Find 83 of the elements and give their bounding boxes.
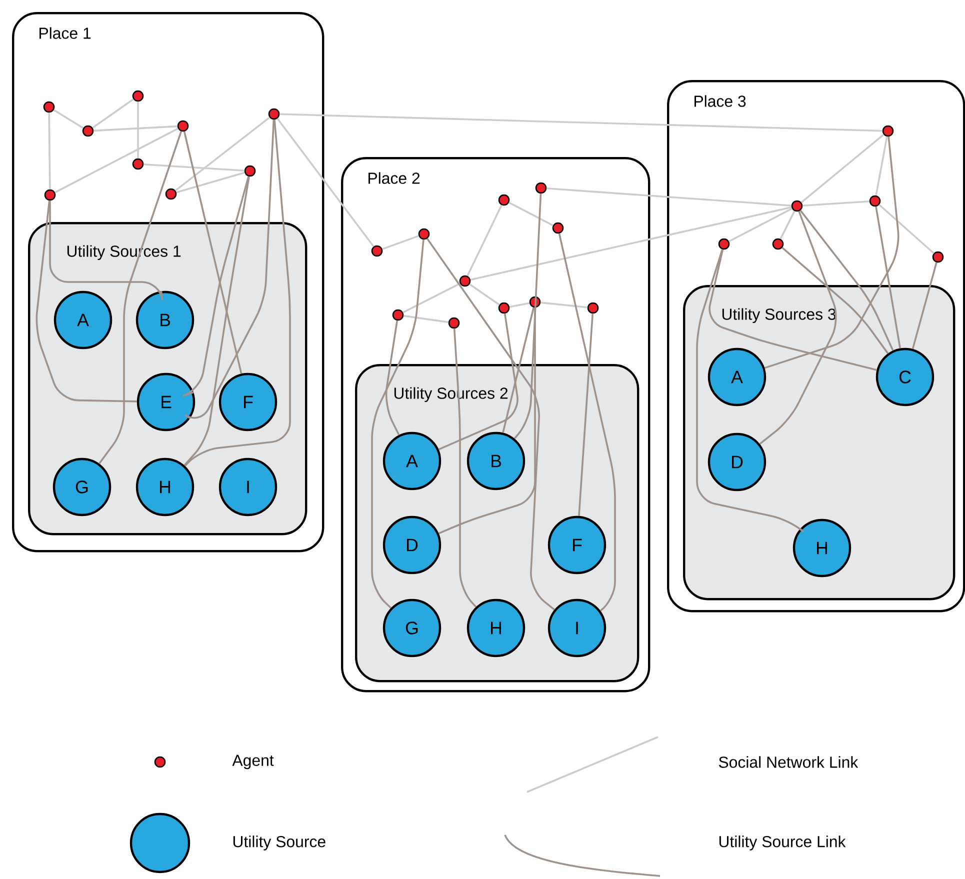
legend-label: Agent <box>232 754 274 770</box>
agent-dot <box>552 222 564 234</box>
utility-source-link <box>782 247 889 354</box>
utility-source-link <box>98 131 182 464</box>
social-network-link <box>382 235 419 250</box>
agent-dot <box>791 200 803 212</box>
social-network-link <box>48 112 51 190</box>
social-network-link <box>54 128 178 194</box>
utility-source-link <box>182 176 250 397</box>
social-network-link <box>174 116 270 192</box>
agent-dot <box>498 194 510 206</box>
social-network-link <box>540 302 588 308</box>
agent-dot <box>44 189 56 201</box>
social-network-link <box>728 208 792 242</box>
utility-source-link <box>912 262 938 350</box>
agent-dot <box>459 275 471 287</box>
agent-dot <box>268 108 280 120</box>
social-network-link <box>176 172 245 194</box>
utility-source-link <box>578 314 594 516</box>
legend-label: Utility Source Link <box>719 836 846 850</box>
social-network-link <box>875 136 888 196</box>
utility-source-link <box>385 320 400 436</box>
agent-dot <box>132 158 144 170</box>
social-network-link <box>466 204 502 276</box>
social-network-link <box>780 210 796 240</box>
social-network-link <box>402 282 460 314</box>
social-network-link <box>509 302 530 308</box>
social-network-link <box>802 200 870 207</box>
utility-source-link <box>453 328 477 608</box>
utility-source-link <box>708 249 877 371</box>
utility-source-link <box>764 136 900 369</box>
social-network-link <box>508 202 554 226</box>
agent-dot <box>177 120 189 132</box>
utility-source-link <box>514 194 542 440</box>
agent-dot <box>165 188 177 200</box>
legend-label: Social Network Link <box>718 756 858 768</box>
social-network-link <box>469 283 500 306</box>
agent-dot <box>882 125 894 137</box>
social-network-link <box>276 118 374 248</box>
social-network-link <box>800 134 884 204</box>
social-network-link <box>403 314 449 324</box>
agent-dot <box>132 90 144 102</box>
utility-source-link <box>875 206 901 348</box>
agent-dot <box>418 228 430 240</box>
social-network-link <box>92 98 134 128</box>
agent-dot <box>448 317 460 329</box>
agent-dot <box>772 238 784 250</box>
legend-label: Utility Source <box>233 836 326 850</box>
agent-dot <box>371 245 383 257</box>
utility-source-link <box>759 210 837 445</box>
social-network-link <box>94 125 178 132</box>
utility-source-link <box>502 307 535 433</box>
agent-dot <box>498 302 510 314</box>
utility-source-link <box>371 240 424 609</box>
utility-source-link <box>558 233 616 612</box>
social-network-link <box>546 188 792 206</box>
social-network-link <box>280 113 882 132</box>
social-network-link <box>470 206 792 281</box>
social-network-link <box>144 163 244 172</box>
agent-dot <box>43 101 55 113</box>
utility-source-link <box>800 210 894 351</box>
social-network-link <box>878 204 934 254</box>
utility-source-link <box>49 200 164 301</box>
utility-source-link <box>184 120 291 466</box>
agent-dot <box>82 125 94 137</box>
agent-dot <box>535 182 547 194</box>
agent-dot <box>869 195 881 207</box>
social-network-link <box>53 109 84 129</box>
utility-source-link <box>184 120 275 420</box>
agent-dot <box>244 165 256 177</box>
agent-dot <box>587 302 599 314</box>
utility-source-link <box>438 308 536 534</box>
social-network-link <box>137 102 139 158</box>
utility-source-link <box>36 200 137 402</box>
agent-dot <box>529 296 541 308</box>
agent-dot <box>392 309 404 321</box>
utility-source-link <box>184 176 250 466</box>
utility-source-link <box>426 238 555 610</box>
utility-source-link <box>438 313 518 450</box>
utility-source-link <box>183 131 242 374</box>
agent-dot <box>932 251 944 263</box>
agent-dot <box>718 238 730 250</box>
utility-source-link <box>696 249 804 533</box>
